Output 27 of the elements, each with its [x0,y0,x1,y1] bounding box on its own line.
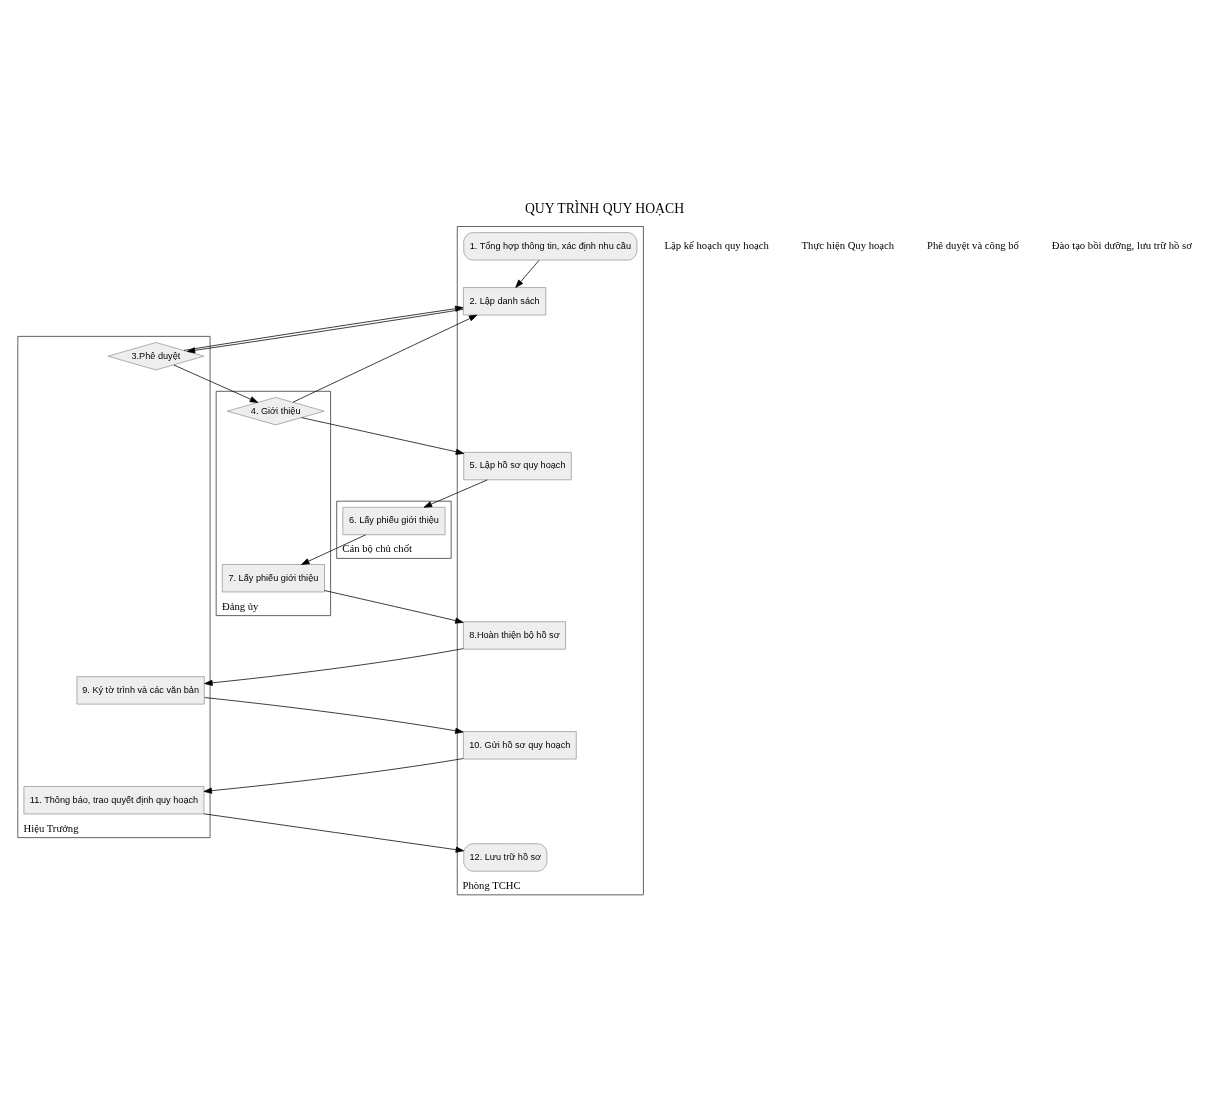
node-box: 6. Lấy phiếu giới thiệu [342,506,446,536]
node-box: 10. Gửi hồ sơ quy hoạch [463,731,577,760]
arrow [301,417,465,455]
label: Thực hiện Quy hoạch [801,239,895,252]
node-box: 7. Lấy phiếu giới thiệu [221,564,325,593]
arrow [324,590,464,624]
node-box: 1. Tổng hợp thông tin, xác định nhu cầu [463,232,638,261]
arrow [173,364,259,403]
diagram-title: QUY TRÌNH QUY HOẠCH [524,201,685,217]
node-box: 11. Thông báo, trao quyết định quy hoạch [23,786,205,815]
node-box: 2. Lập danh sách [463,287,547,316]
arrow [423,479,488,508]
node-box: 9. Ký tờ trình và các văn bản [76,676,205,705]
label: Lập kế hoạch quy hoạch [664,239,769,252]
label: Phê duyệt và công bố [927,239,1019,252]
arrow [292,314,478,403]
arrow [204,648,464,686]
node-box: 12. Lưu trữ hồ sơ [463,843,548,872]
node-box: 5. Lập hồ sơ quy hoạch [463,451,572,481]
node-box: 8.Hoàn thiện bộ hồ sơ [463,621,566,650]
arrow [204,697,464,734]
arrow [203,758,464,794]
arrow [515,259,540,288]
arrow [301,534,367,565]
arrow [203,813,465,853]
node-diamond: 3.Phê duyệt [107,342,205,371]
label: Đào tạo bồi dưỡng, lưu trữ hồ sơ [1051,239,1192,252]
